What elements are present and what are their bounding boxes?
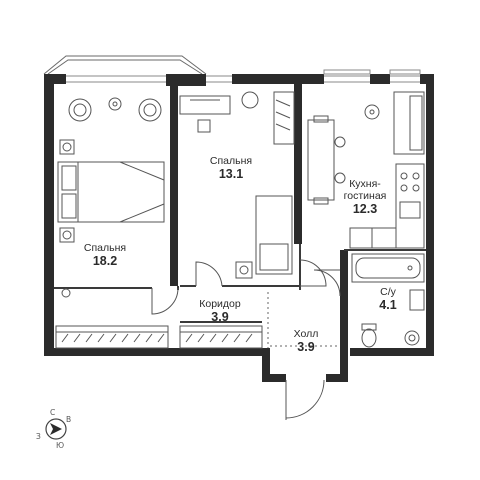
room-label-bedroom-small: Спальня 13.1 xyxy=(196,155,266,181)
sofa xyxy=(364,91,425,155)
room-label-kitchen-living: Кухня- гостиная 12.3 xyxy=(334,178,396,216)
wardrobe-left xyxy=(55,325,169,349)
compass-south-label: Ю xyxy=(56,441,65,450)
room-label-corridor: Коридор 3.9 xyxy=(188,298,252,324)
room-name: Кухня- гостиная xyxy=(343,178,387,202)
room-area: 3.9 xyxy=(211,310,229,324)
wardrobe-corridor xyxy=(179,325,263,349)
windows xyxy=(66,69,421,83)
bed-small xyxy=(235,195,293,279)
compass xyxy=(45,418,67,440)
room-label-bathroom: С/у 4.1 xyxy=(366,286,410,312)
toilet xyxy=(361,289,425,348)
room-name: С/у xyxy=(380,286,396,298)
kitchen-counter xyxy=(349,163,425,249)
bed-large xyxy=(57,161,165,223)
room-label-hall: Холл 3.9 xyxy=(284,328,328,354)
room-name: Спальня xyxy=(83,242,127,254)
interior-walls xyxy=(54,244,426,323)
doors xyxy=(151,259,341,420)
nightstands xyxy=(59,139,75,298)
room-name: Коридор xyxy=(199,298,241,310)
bathtub xyxy=(351,253,425,283)
room-area: 3.9 xyxy=(297,340,315,354)
room-area: 13.1 xyxy=(218,167,244,181)
room-area: 18.2 xyxy=(92,254,118,268)
compass-east-label: В xyxy=(66,415,72,424)
compass-west-label: З xyxy=(36,432,41,441)
compass-north-label: С xyxy=(50,408,56,417)
room-area: 12.3 xyxy=(352,202,378,216)
room-label-bedroom-large: Спальня 18.2 xyxy=(70,242,140,268)
room-name: Спальня xyxy=(209,155,253,167)
armchairs xyxy=(68,97,162,122)
desk-small-bedroom xyxy=(179,91,295,145)
room-name: Холл xyxy=(293,328,319,340)
outer-walls xyxy=(44,74,434,382)
room-area: 4.1 xyxy=(379,298,397,312)
bay-window-outline xyxy=(43,55,207,75)
dining-table xyxy=(307,115,346,205)
